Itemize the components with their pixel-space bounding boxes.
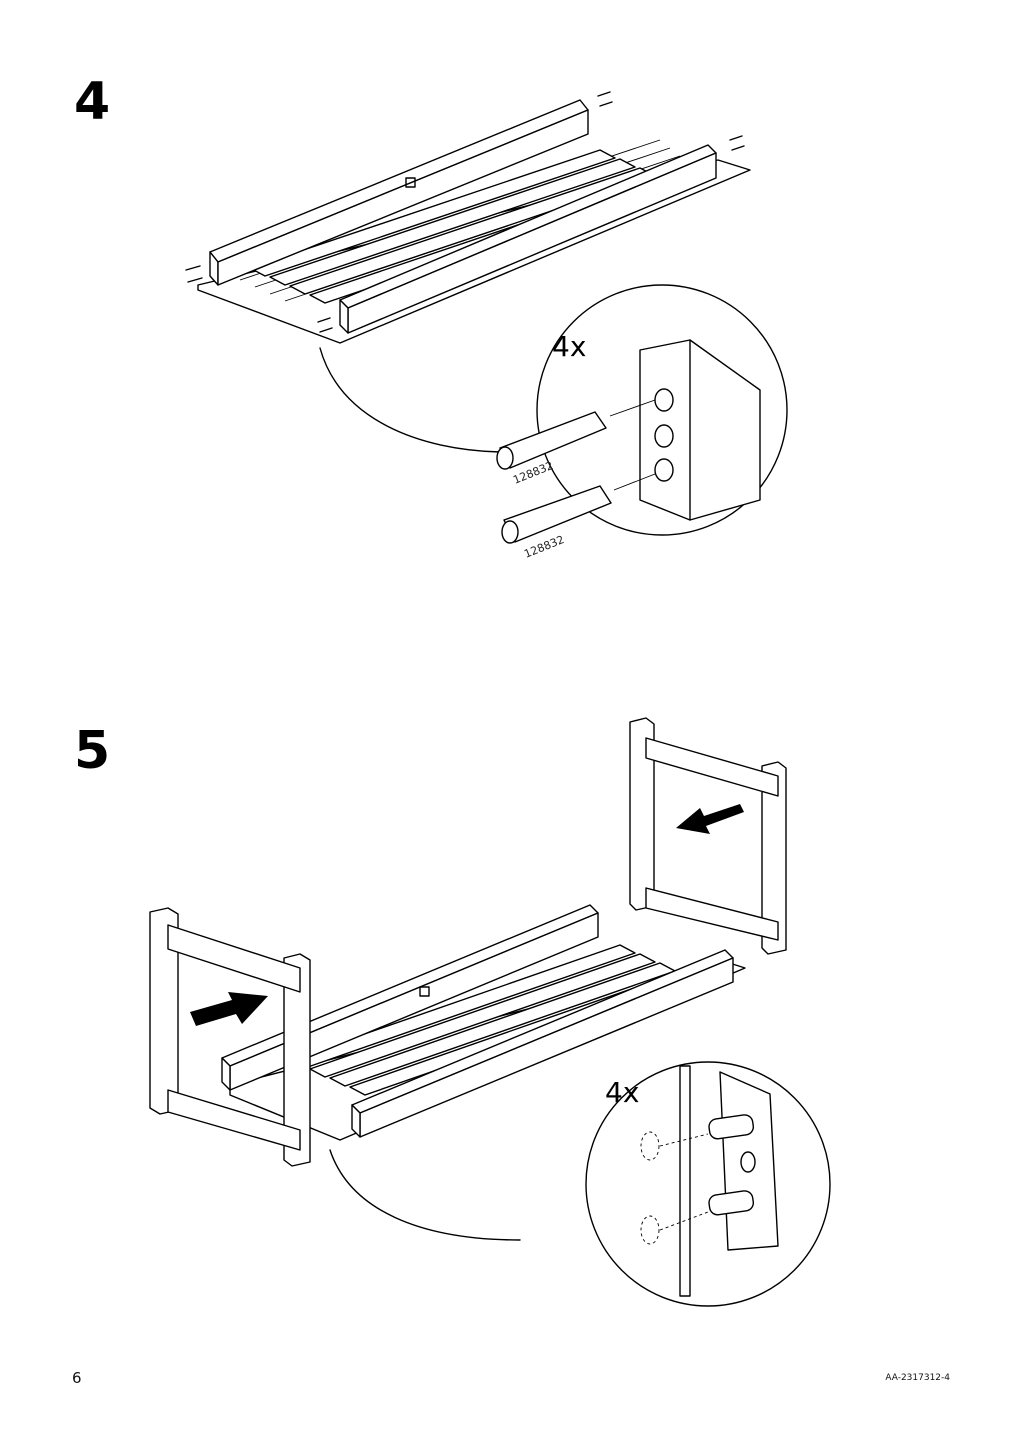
step-4-quantity: 4x (552, 330, 586, 363)
step-4-number: 4 (74, 72, 111, 132)
step-4-dowels (185, 91, 745, 333)
dowel-bottom-5 (659, 1190, 755, 1231)
step-4-frame-drawing (185, 91, 751, 453)
page-number: 6 (72, 1369, 82, 1387)
part-c-marker-5 (419, 986, 430, 997)
step-5-number: 5 (74, 721, 111, 781)
dowel-top-5 (659, 1114, 755, 1147)
step-5-quantity: 4x (605, 1076, 639, 1109)
step-4-detail-circle (496, 284, 788, 544)
dowel-128832-top (496, 399, 656, 470)
document-id: AA-2317312-4 (885, 1373, 950, 1383)
part-label-128832-b: 128832 (522, 533, 566, 561)
dowel-128832-bottom (501, 473, 656, 544)
part-c-marker (405, 177, 416, 188)
left-leg-frame (149, 907, 311, 1167)
step-5-frame-drawing (221, 904, 746, 1241)
step-5-detail-circle (585, 1061, 831, 1307)
right-leg-frame (629, 717, 787, 955)
